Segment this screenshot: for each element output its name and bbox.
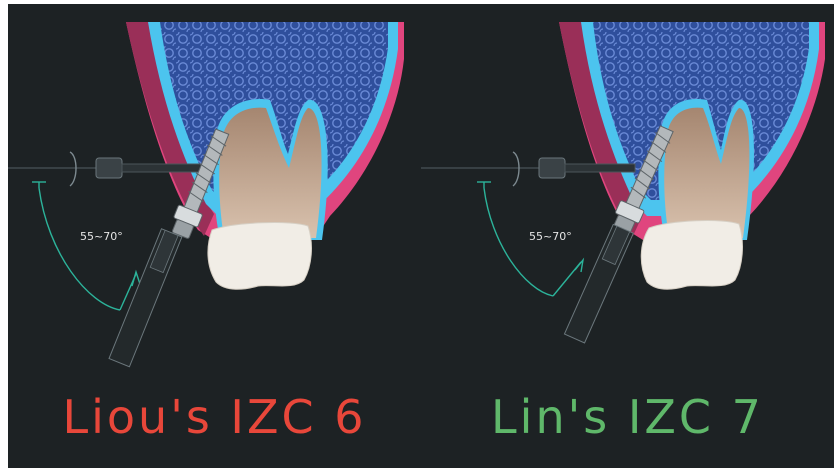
tooth-crown — [208, 223, 312, 290]
caption-izc7: Lin's IZC 7 — [421, 390, 834, 444]
tooth-crown — [641, 221, 742, 290]
panel-izc7: 55~70° Lin's IZC 7 — [421, 4, 834, 468]
caption-izc6: Liou's IZC 6 — [8, 390, 421, 444]
panel-izc6: 55~70° L — [8, 4, 421, 468]
tooth-root — [664, 108, 749, 238]
illustration-frame: 55~70° L — [8, 4, 834, 468]
diagonal-driver — [109, 229, 182, 367]
angle-label: 55~70° — [529, 230, 572, 243]
tooth-root — [219, 108, 321, 238]
angle-indicator — [32, 182, 140, 310]
diagonal-driver — [564, 224, 633, 343]
angle-label: 55~70° — [80, 230, 123, 243]
